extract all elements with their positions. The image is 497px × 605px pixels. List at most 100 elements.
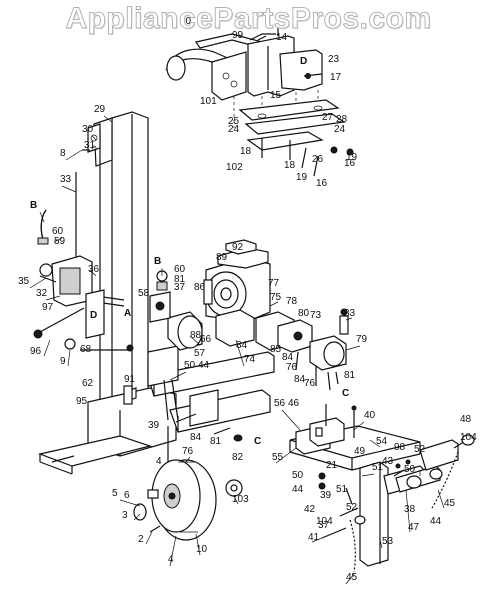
part-label-85: 85 [270, 344, 282, 355]
part-label-25: 25 [228, 116, 240, 127]
leader-line [379, 539, 383, 549]
part-label-78: 78 [286, 296, 298, 307]
part-label-52: 52 [346, 502, 358, 513]
part-label-81: 81 [210, 436, 222, 447]
part-label-24: 24 [228, 124, 240, 135]
part-label-89: 89 [216, 252, 228, 263]
part-label-8: 8 [60, 148, 66, 159]
part-label-18: 18 [240, 146, 252, 157]
part-label-102: 102 [226, 162, 243, 173]
part-label-74: 74 [244, 354, 256, 365]
part-label-29: 29 [94, 104, 106, 115]
leader-line [281, 409, 301, 431]
part-label-45: 45 [444, 498, 456, 509]
part-label-40: 40 [364, 410, 376, 421]
part-label-9: 9 [60, 356, 66, 367]
leader-line [189, 335, 201, 346]
leader-line [369, 439, 381, 448]
leader-line [53, 237, 63, 243]
leader-line [169, 371, 187, 381]
part-label-14: 14 [276, 32, 288, 43]
part-label-55: 55 [272, 452, 284, 463]
part-label-39: 39 [320, 490, 332, 501]
part-label-60: 60 [52, 226, 64, 237]
leader-line [311, 537, 323, 543]
part-label-84: 84 [294, 374, 306, 385]
part-label-81: 81 [174, 274, 186, 285]
part-label-B: B [30, 200, 37, 211]
part-label-43: 43 [382, 456, 394, 467]
leader-line [145, 531, 153, 545]
part-label-52: 52 [414, 444, 426, 455]
leader-line [29, 277, 47, 289]
leader-line [345, 317, 353, 321]
part-label-49: 49 [354, 446, 366, 457]
leader-line [91, 135, 97, 141]
part-label-76: 76 [182, 446, 194, 457]
leader-line [233, 495, 239, 505]
part-label-84: 84 [190, 432, 202, 443]
watermark: AppliancePartsPros.com [65, 2, 432, 36]
part-label-99: 99 [232, 30, 244, 41]
part-label-B: B [154, 256, 161, 267]
part-label-31: 31 [84, 140, 96, 151]
part-label-21: 21 [326, 460, 338, 471]
leader-line [103, 115, 113, 123]
part-label-26: 26 [312, 154, 324, 165]
leader-line [269, 301, 279, 307]
part-label-10: 10 [196, 544, 208, 555]
part-label-17: 17 [330, 72, 342, 83]
part-label-20: 20 [180, 16, 192, 27]
leader-line [39, 211, 45, 223]
part-label-83: 83 [344, 308, 356, 319]
part-label-A: A [124, 308, 131, 319]
part-label-95: 95 [76, 396, 88, 407]
part-label-44: 44 [292, 484, 304, 495]
leader-line [89, 269, 97, 277]
part-label-62: 62 [82, 378, 94, 389]
leader-line [45, 295, 61, 301]
part-label-104: 104 [460, 432, 477, 443]
part-label-19: 19 [346, 152, 358, 163]
leader-line [169, 535, 177, 567]
part-label-75: 75 [270, 292, 282, 303]
part-label-50: 50 [292, 470, 304, 481]
hitch-bracket-assembly: D [165, 28, 354, 177]
part-label-56: 56 [274, 398, 286, 409]
part-label-96: 96 [30, 346, 42, 357]
leader-lines [29, 115, 445, 585]
leader-line [133, 513, 141, 521]
part-label-68: 68 [80, 344, 92, 355]
part-label-38: 38 [404, 504, 416, 515]
part-label-97: 97 [42, 302, 54, 313]
part-label-44: 44 [198, 360, 210, 371]
part-label-84: 84 [236, 340, 248, 351]
part-label-59: 59 [54, 236, 66, 247]
part-label-6: 6 [124, 490, 130, 501]
part-label-81: 81 [344, 370, 356, 381]
part-label-51: 51 [372, 462, 384, 473]
part-label-36: 36 [88, 264, 100, 275]
leader-line [43, 339, 51, 357]
part-label-19: 19 [296, 172, 308, 183]
leader-line [119, 499, 141, 507]
part-label-41: 41 [308, 532, 320, 543]
part-label-53: 53 [382, 536, 394, 547]
part-label-98: 98 [394, 442, 406, 453]
part-label-73: 73 [310, 310, 322, 321]
part-label-45: 45 [346, 572, 358, 583]
part-label-15: 15 [270, 90, 282, 101]
part-label-57: 57 [194, 348, 206, 359]
svg-text:D: D [300, 56, 307, 67]
leader-line [61, 185, 77, 193]
leader-line [345, 345, 361, 351]
part-label-54: 54 [376, 436, 388, 447]
leader-line [275, 447, 297, 464]
leader-line [353, 421, 365, 431]
part-label-16: 16 [344, 158, 356, 169]
part-label-33: 33 [60, 174, 72, 185]
part-label-91: 91 [124, 374, 136, 385]
part-label-51: 51 [336, 484, 348, 495]
beam-column: D [33, 111, 177, 475]
